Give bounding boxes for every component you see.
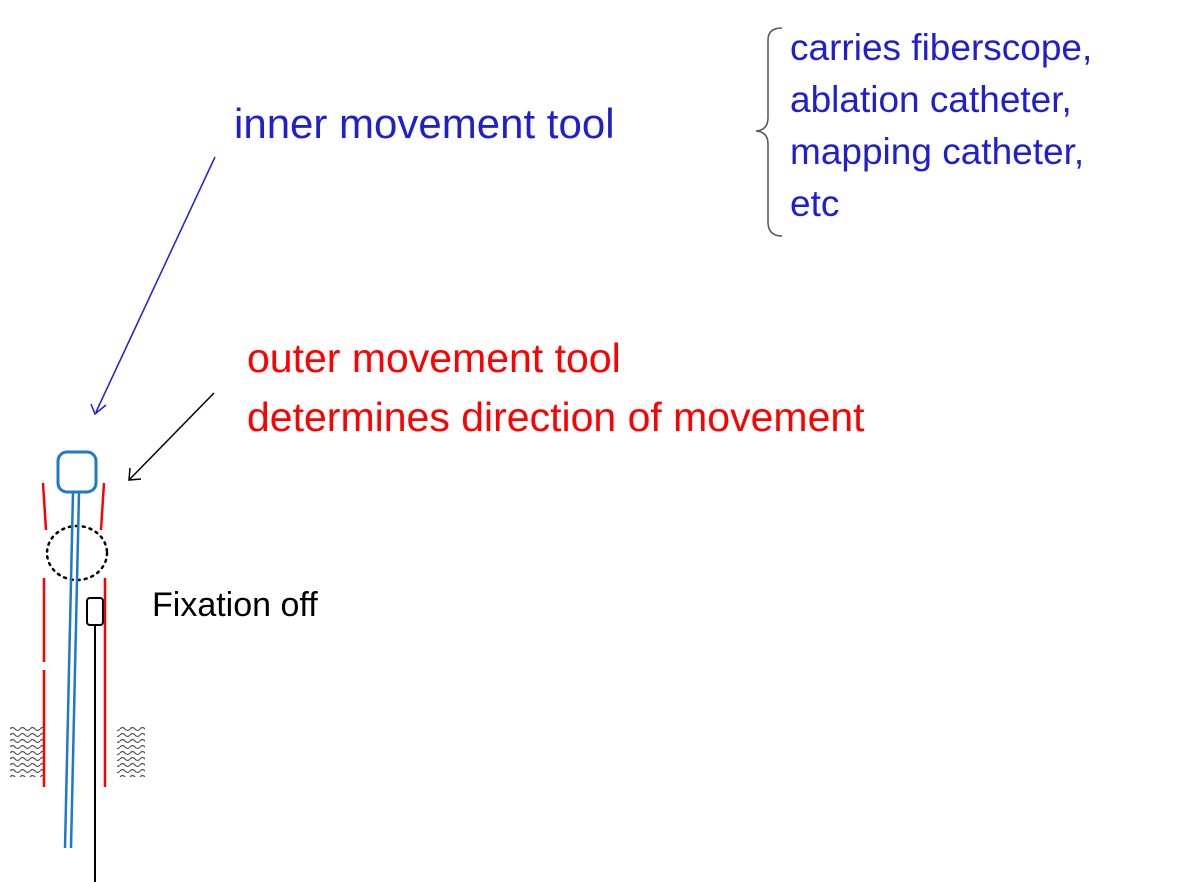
outer-tube-left-upper <box>41 482 48 531</box>
carries-item: carries fiberscope, <box>790 27 1093 68</box>
curly-brace <box>755 27 783 237</box>
carries-item: etc <box>790 183 840 224</box>
fixation-label: Fixation off <box>152 586 318 624</box>
inner-tool-label: inner movement tool <box>234 100 615 147</box>
inner-catheter-line-a <box>63 491 75 849</box>
tissue-right <box>117 727 145 777</box>
inner-tool-arrowhead <box>90 403 107 416</box>
outer-tool-description: determines direction of movement <box>247 394 865 440</box>
tissue-left <box>10 727 44 777</box>
outer-tool-arrowhead <box>128 467 142 481</box>
outer-tool-label: outer movement tool <box>247 335 621 381</box>
inner-catheter-line-b <box>69 491 81 849</box>
carries-list: carries fiberscope, ablation catheter, m… <box>790 22 1092 230</box>
catheter-tip <box>56 450 98 494</box>
outer-tube-right-upper <box>99 482 106 531</box>
fixation-device <box>86 597 104 626</box>
outer-tool-arrow <box>128 392 215 481</box>
carries-item: ablation catheter, <box>790 79 1072 120</box>
inner-tool-arrow <box>95 156 216 413</box>
carries-item: mapping catheter, <box>790 131 1085 172</box>
